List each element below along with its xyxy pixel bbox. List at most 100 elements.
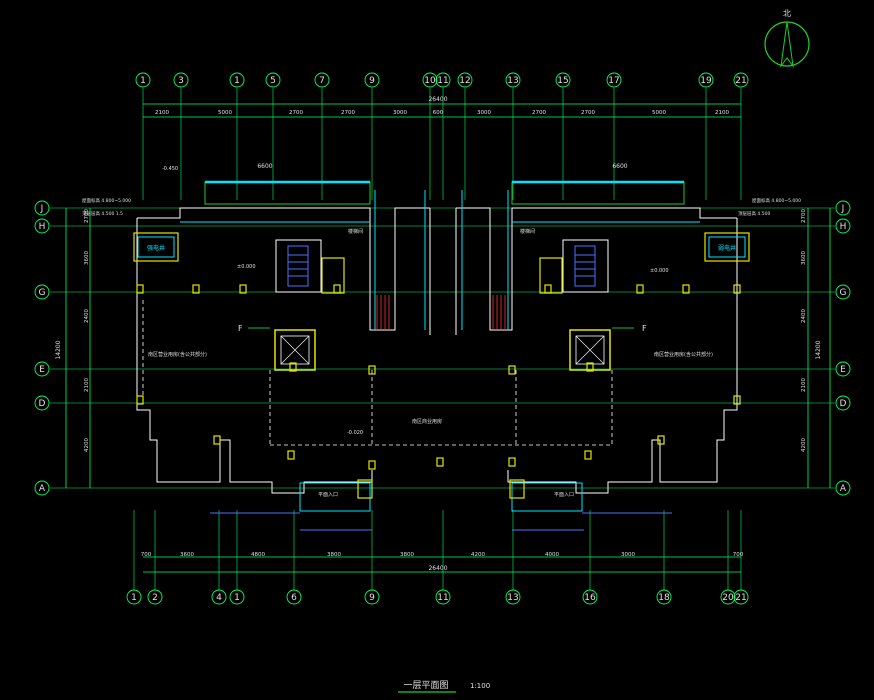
column-mark: [136, 284, 144, 294]
drawing-title: 一层平面图 1:100: [398, 680, 490, 693]
note-left-a: 屋面标高 4.800~5.000: [82, 197, 131, 204]
left-total-dim: 14200: [55, 340, 62, 359]
shaft-right: 弱电井: [704, 232, 750, 262]
top-dimension-value: 5000: [218, 110, 232, 116]
left-dimension-value: 2700: [84, 209, 90, 223]
entrance-right: 平面入口: [509, 479, 672, 531]
top-dimension-value: 2100: [155, 110, 169, 116]
grid-axis-row-label: H: [840, 222, 847, 232]
bottom-total-dim: 26400: [428, 565, 447, 572]
right-dimension-value: 3600: [801, 251, 807, 265]
svg-text:F: F: [642, 324, 647, 333]
bottom-dimension-value: 4800: [251, 552, 265, 558]
top-dimension-value: 5000: [652, 110, 666, 116]
structural-columns: [136, 284, 741, 470]
column-mark: [239, 284, 247, 294]
stair-left-label: 楼梯间: [348, 228, 363, 235]
grid-axis-bottom-label: 9: [369, 593, 375, 603]
grid-axis-row-label: G: [840, 288, 847, 298]
grid-axis-row-label: H: [39, 222, 46, 232]
right-dimension-chain: [807, 208, 831, 488]
north-arrow-icon: 北: [764, 9, 810, 68]
column-mark: [584, 450, 592, 460]
column-mark: [136, 395, 144, 405]
column-mark: [289, 362, 297, 372]
bottom-dimension-value: 3800: [400, 552, 414, 558]
grid-axis-top-label: 12: [459, 76, 470, 86]
bottom-dimension-value: 3600: [180, 552, 194, 558]
balcony-dim-left: 6600: [257, 163, 272, 170]
note-left-b: 顶层层高 4.500 1.5: [82, 210, 123, 217]
grid-axis-row-label: D: [840, 399, 847, 409]
grid-axis-row-label: E: [840, 365, 846, 375]
column-mark: [436, 457, 444, 467]
column-mark: [636, 284, 644, 294]
shaft-right-label: 弱电井: [718, 244, 736, 252]
grid-axis-bottom-label: 16: [584, 593, 596, 603]
left-dimension-value: 3600: [84, 251, 90, 265]
level-mark-a: ±0.000: [237, 264, 256, 270]
top-total-dim: 26400: [428, 96, 447, 103]
grid-axis-bottom-label: 21: [735, 593, 746, 603]
grid-axis-top-label: 13: [507, 76, 518, 86]
right-dimension-value: 2100: [801, 378, 807, 392]
column-mark: [682, 284, 690, 294]
grid-axis-top-label: 3: [178, 76, 184, 86]
grid-axis-row-label: J: [40, 204, 44, 214]
level-mark-b: -0.450: [162, 166, 178, 172]
top-dimension-value: 2700: [581, 110, 595, 116]
grid-axis-bottom-label: 4: [216, 593, 222, 603]
grid-axis-row-label: A: [39, 484, 46, 494]
top-dimension-value: 3000: [477, 110, 491, 116]
grid-axis-top-label: 21: [735, 76, 746, 86]
grid-axis-top-label: 17: [608, 76, 619, 86]
shaft-left: 强电井: [133, 232, 179, 262]
left-dimension-value: 2100: [84, 378, 90, 392]
grid-axis-top-label: 10: [424, 76, 436, 86]
top-dimension-value: 2100: [715, 110, 729, 116]
interior-walls: [180, 190, 700, 330]
left-dimension-value: 4200: [84, 438, 90, 452]
svg-text:F: F: [238, 324, 243, 333]
bottom-dimension-value: 700: [141, 552, 152, 558]
exterior-walls: [136, 207, 738, 494]
balcony-dim-right: 6600: [612, 163, 627, 170]
column-mark: [586, 362, 594, 372]
grid-axis-bottom-label: 2: [152, 593, 158, 603]
note-right-b: 顶层层高 4.500: [738, 210, 770, 217]
column-mark: [508, 457, 516, 467]
entrance-left: 平面入口: [210, 479, 373, 531]
entry-left-label: 平面入口: [318, 492, 338, 498]
grid-axis-bottom-label: 1: [131, 593, 137, 603]
grid-axis-bottom-label: 18: [658, 593, 670, 603]
right-dimension-value: 2400: [801, 309, 807, 323]
grid-axis-bottom-label: 1: [234, 593, 240, 603]
grid-axis-top-label: 15: [557, 76, 568, 86]
bottom-dimension-value: 700: [733, 552, 744, 558]
grid-axis-bottom-label: 13: [507, 593, 518, 603]
grid-axis-top-label: 9: [369, 76, 375, 86]
column-mark: [333, 284, 341, 294]
elevator-left-icon: [274, 329, 316, 371]
column-mark: [192, 284, 200, 294]
scale-text: 1:100: [470, 682, 490, 690]
room-center: 南区商业用房: [412, 418, 442, 425]
grid-axis-top-label: 1: [234, 76, 240, 86]
dashed-lines: [142, 300, 738, 446]
room-left-unit: 南区营业用房(含公共部分): [148, 351, 207, 358]
grid-axis-row-label: D: [39, 399, 46, 409]
right-dimension-value: 4200: [801, 438, 807, 452]
bottom-dimension-value: 4000: [545, 552, 559, 558]
column-mark: [368, 460, 376, 470]
grid-axis-row-label: J: [841, 204, 845, 214]
grid-axis-row-label: G: [39, 288, 46, 298]
stair-core-left: 楼梯间: [275, 228, 363, 294]
column-mark: [733, 284, 741, 294]
grid-axis-row-label: A: [840, 484, 847, 494]
column-mark: [368, 365, 376, 375]
left-dimension-value: 2400: [84, 309, 90, 323]
